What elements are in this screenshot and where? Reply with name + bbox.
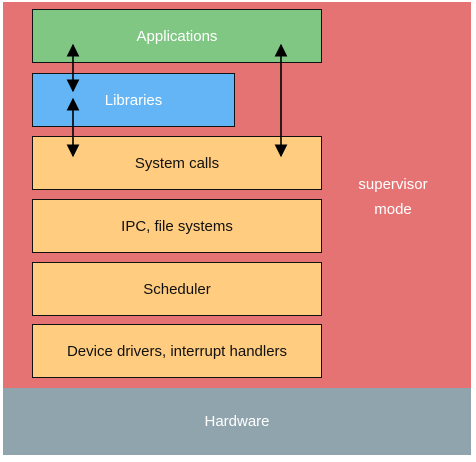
scheduler-label: Scheduler: [143, 280, 211, 298]
system-calls-label: System calls: [134, 154, 220, 172]
device-drivers-layer: Device drivers, interrupt handlers: [32, 324, 322, 378]
ipc-file-systems-label: IPC, file systems: [121, 217, 233, 235]
system-calls-layer: System calls: [32, 136, 322, 190]
libraries-layer: Libraries: [32, 73, 235, 127]
hardware-label: Hardware: [204, 413, 270, 430]
supervisor-mode-label: supervisor mode: [340, 172, 446, 222]
ipc-file-systems-layer: IPC, file systems: [32, 199, 322, 253]
applications-layer: Applications: [32, 9, 322, 63]
applications-label: Applications: [136, 27, 218, 45]
device-drivers-label: Device drivers, interrupt handlers: [66, 342, 288, 360]
hardware-layer: Hardware: [3, 388, 471, 455]
supervisor-label-line1: supervisor: [358, 176, 428, 193]
supervisor-label-line2: mode: [374, 201, 412, 218]
scheduler-layer: Scheduler: [32, 262, 322, 316]
libraries-label: Libraries: [104, 91, 163, 109]
supervisor-mode-region: [3, 2, 471, 388]
